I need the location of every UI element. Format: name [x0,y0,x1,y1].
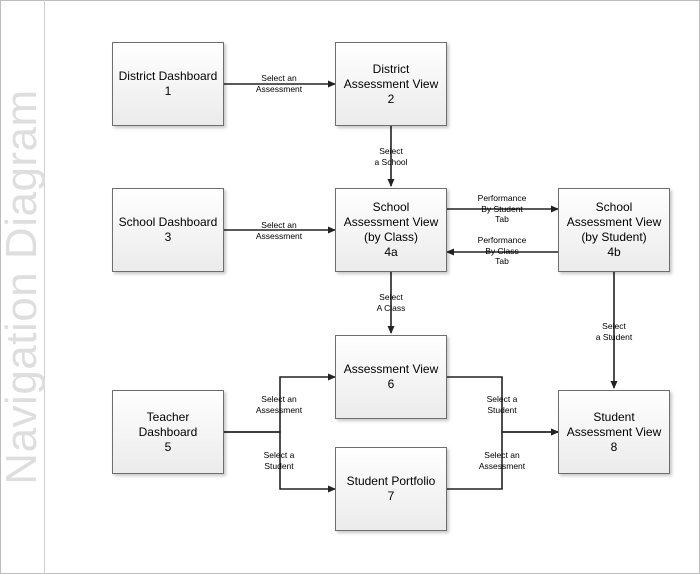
edge-label-line: Student [264,460,294,471]
node-title: District Assessment View [343,61,439,91]
edge-label-line: Select an [261,73,297,83]
node-school-assessment-by-student: School Assessment View (by Student) 4b [558,188,670,272]
edge-label-line: Select [379,146,403,156]
edge-label-line: Select a [263,450,295,460]
edge-label-line: Assessment [478,460,526,471]
edge-label-line: a School [374,156,408,167]
edge-label-line: Select an [484,450,520,460]
node-number: 5 [164,439,172,454]
edge-label-line: a Student [595,331,633,342]
node-student-portfolio: Student Portfolio 7 [335,447,447,531]
node-number: 1 [164,84,172,98]
edge-label-line: Tab [495,256,509,266]
node-number: 8 [610,439,618,454]
node-number: 6 [387,377,395,391]
edge-label-select-student: Select a Student [264,450,295,471]
edge-label-line: Select a [486,394,518,404]
edge-label-line: Select an [261,394,297,404]
node-title: District Dashboard [118,69,218,83]
edge-label-line: Tab [495,214,509,224]
edge-label-line: Assessment [255,83,303,94]
node-school-dashboard: School Dashboard 3 [112,188,224,272]
node-title: School Assessment View (by Class) [343,200,439,244]
edge-label-line: By Class [485,245,519,256]
arrow-7-8 [446,428,559,490]
node-title: School Dashboard [118,215,218,229]
node-number: 2 [387,91,395,106]
edge-label-line: Performance [477,235,527,245]
node-title: Assessment View [343,362,439,376]
edge-label-performance-by-student: Performance By Student Tab [478,193,527,225]
edge-label-select-student: Select a Student [487,394,518,415]
node-teacher-dashboard: Teacher Dashboard 5 [112,390,224,474]
edge-label-select-school: Select a School [374,146,407,167]
edge-label-select-assessment: Select an Assessment [479,450,525,471]
node-number: 4a [384,245,398,259]
node-title: Teacher Dashboard [138,409,198,439]
node-school-assessment-by-class: School Assessment View (by Class) 4a [335,188,447,272]
edge-label-line: By Student [481,203,523,214]
edge-label-line: A Class [376,302,406,313]
edge-label-select-assessment: Select an Assessment [256,220,302,241]
node-number: 4b [607,245,621,259]
node-title: Student Portfolio [346,474,436,488]
edge-label-line: Assessment [255,404,303,415]
node-student-assessment-view: Student Assessment View 8 [558,390,670,474]
arrow-5-7 [224,431,336,493]
edge-label-line: Performance [477,193,527,203]
edge-label-select-class: Select A Class [377,292,406,313]
edge-label-line: Select [379,292,403,302]
node-district-dashboard: District Dashboard 1 [112,42,224,126]
node-title: School Assessment View (by Student) [566,200,662,244]
edge-label-select-assessment: Select an Assessment [256,73,302,94]
edge-label-line: Assessment [255,230,303,241]
node-title: Student Assessment View [566,409,662,439]
node-assessment-view: Assessment View 6 [335,335,447,419]
node-district-assessment-view: District Assessment View 2 [335,42,447,126]
sidebar-divider [44,0,45,574]
edge-label-line: Select [602,321,626,331]
edge-label-line: Select an [261,220,297,230]
edge-label-performance-by-class: Performance By Class Tab [478,235,527,267]
node-number: 7 [387,489,395,503]
edge-label-select-assessment: Select an Assessment [256,394,302,415]
edge-label-line: Student [487,404,517,415]
edge-label-select-student: Select a Student [596,321,632,342]
node-number: 3 [164,230,172,244]
